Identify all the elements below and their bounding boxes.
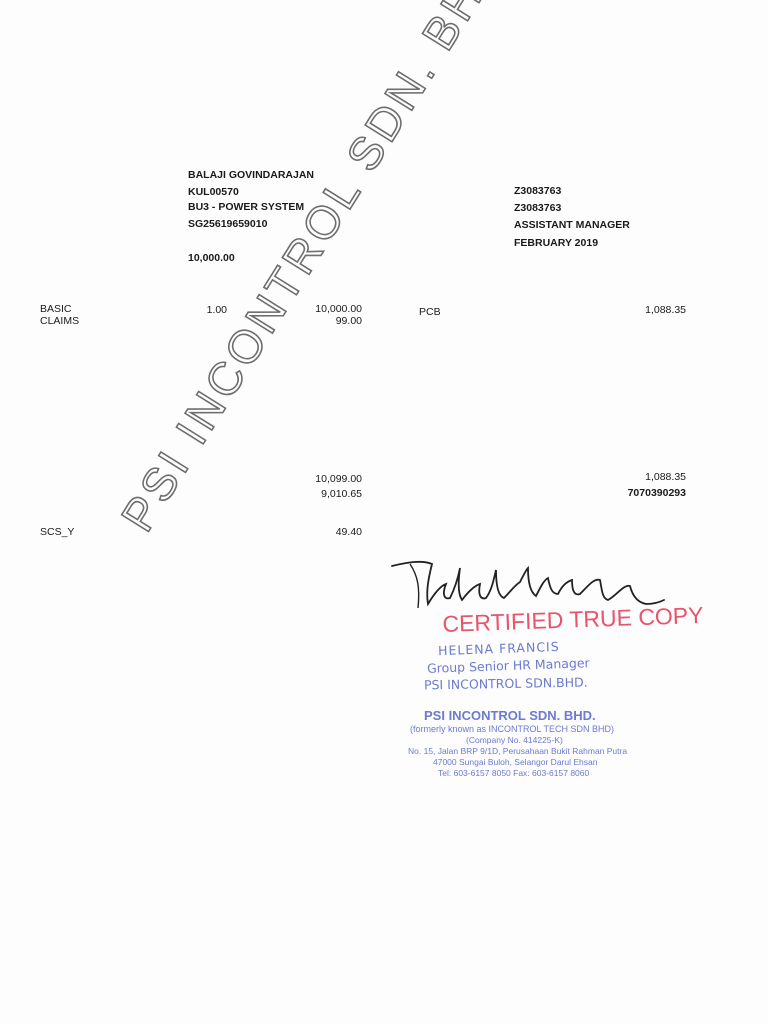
gross-total: 10,099.00 [315, 473, 362, 485]
deduction-pcb-label: PCB [419, 306, 441, 318]
stamp-signer-name: HELENA FRANCIS [437, 638, 560, 659]
deduction-total: 1,088.35 [645, 471, 686, 483]
employee-position: ASSISTANT MANAGER [514, 219, 630, 231]
stamp-signer-company: PSI INCONTROL SDN.BHD. [423, 674, 588, 693]
basic-rate: 10,000.00 [188, 252, 235, 264]
signature [391, 560, 665, 609]
company-stamp-address-1: No. 15, Jalan BRP 9/1D, Perusahaan Bukit… [408, 746, 628, 756]
earning-basic-label: BASIC [40, 303, 72, 315]
company-stamp-number: (Company No. 414225-K) [466, 735, 563, 745]
employee-account: SG25619659010 [188, 218, 268, 230]
company-stamp-address-2: 47000 Sungai Buloh, Selangor Darul Ehsan [433, 757, 598, 767]
employer-contribution-amount: 49.40 [335, 526, 362, 538]
company-watermark: PSI INCONTROL SDN. BHD. [110, 0, 523, 541]
earning-basic-qty: 1.00 [206, 304, 227, 316]
employer-contribution-label: SCS_Y [40, 526, 75, 538]
reference-number: 7070390293 [627, 487, 686, 499]
stamp-signer-title: Group Senior HR Manager [426, 655, 590, 676]
earning-claims-label: CLAIMS [40, 315, 80, 327]
earning-basic-amount: 10,000.00 [315, 303, 362, 315]
earning-claims-amount: 99.00 [335, 315, 362, 327]
net-pay: 9,010.65 [321, 488, 362, 500]
deduction-pcb-amount: 1,088.35 [645, 304, 686, 316]
pay-period: FEBRUARY 2019 [514, 237, 599, 249]
employee-department: BU3 - POWER SYSTEM [188, 201, 305, 213]
company-stamp-name: PSI INCONTROL SDN. BHD. [424, 708, 596, 723]
employee-code: KUL00570 [188, 186, 239, 198]
employee-id-2: Z3083763 [514, 202, 562, 214]
employee-name: BALAJI GOVINDARAJAN [188, 169, 315, 181]
employee-id-1: Z3083763 [514, 185, 562, 197]
company-stamp-tel: Tel: 603-6157 8050 Fax: 603-6157 8060 [438, 768, 590, 778]
company-stamp-formerly: (formerly known as INCONTROL TECH SDN BH… [410, 724, 615, 734]
